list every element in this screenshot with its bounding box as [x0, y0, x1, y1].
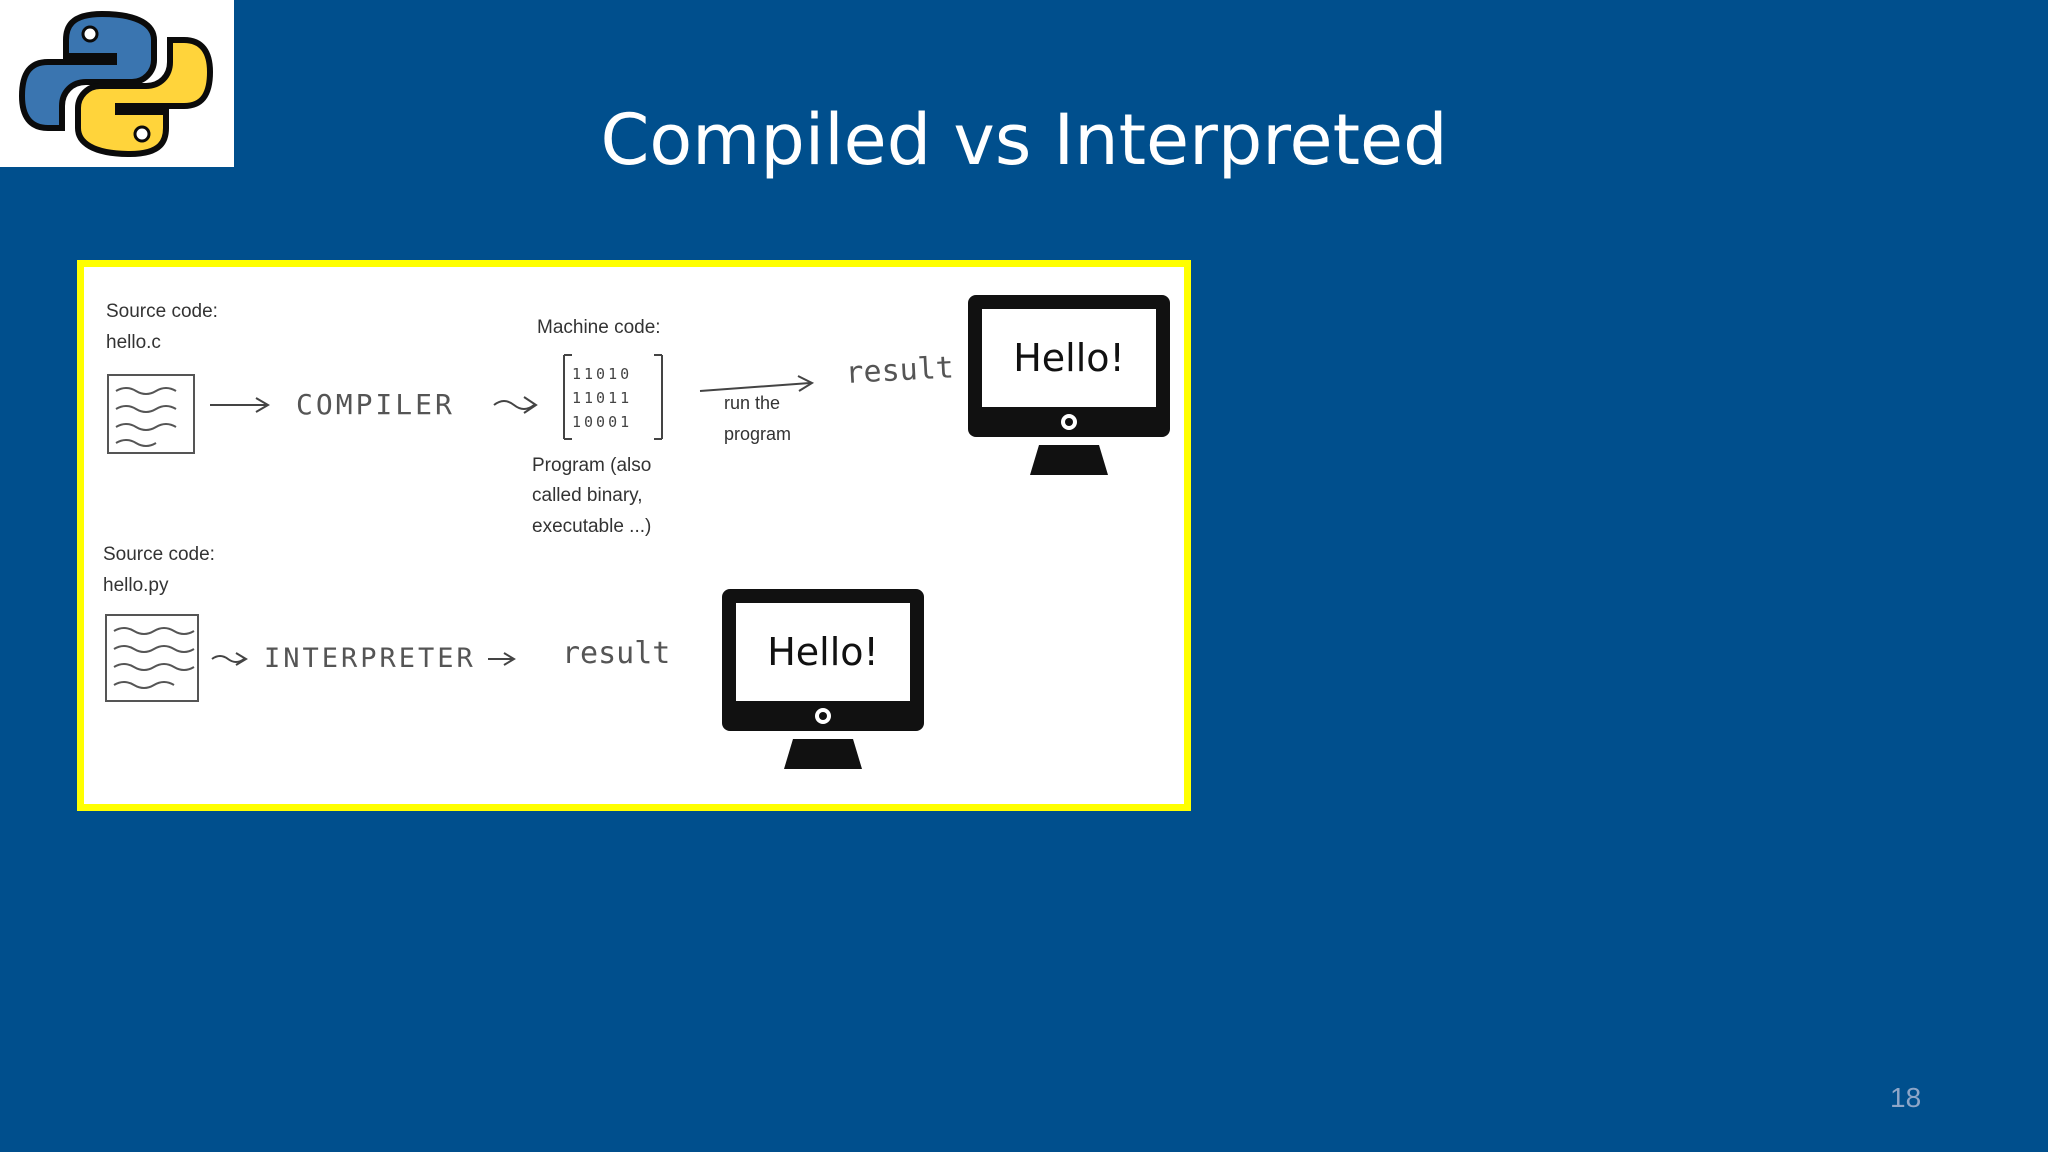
arrow-to-machine-code	[493, 396, 538, 414]
arrow-to-compiler	[210, 397, 270, 413]
binary-line-3: 10001	[572, 413, 632, 431]
compiler-label: COMPILER	[296, 388, 455, 421]
compiled-screen-text: Hello!	[1013, 336, 1125, 380]
compiled-source-file-icon	[107, 374, 195, 454]
arrow-to-interpreter	[211, 652, 248, 666]
compiled-source-label: Source code:	[106, 301, 218, 322]
binary-line-1: 11010	[572, 365, 632, 383]
binary-line-2: 11011	[572, 389, 632, 407]
interpreted-source-file-icon	[105, 614, 199, 702]
interpreted-monitor-icon: Hello!	[722, 589, 924, 769]
compiled-monitor-icon: Hello!	[968, 295, 1170, 475]
figure-diagram: Source code: hello.c COMPILER Machine co…	[103, 295, 1170, 769]
python-logo-icon	[18, 10, 214, 158]
interpreted-result-label: result	[562, 636, 670, 671]
program-note-line-2: called binary,	[532, 485, 643, 506]
arrow-run-program	[699, 375, 815, 392]
run-note-line-1: run the	[724, 393, 780, 413]
arrow-to-result	[488, 652, 516, 666]
program-note-line-1: Program (also	[532, 455, 651, 476]
logo-panel	[0, 0, 234, 167]
slide-title: Compiled vs Interpreted	[0, 98, 2048, 182]
compiled-result-label: result	[845, 350, 955, 391]
interpreted-source-filename: hello.py	[103, 575, 169, 596]
compiled-vs-interpreted-figure: Source code: hello.c COMPILER Machine co…	[77, 260, 1191, 811]
machine-code-label: Machine code:	[537, 317, 661, 338]
program-note-line-3: executable ...)	[532, 516, 651, 537]
interpreted-screen-text: Hello!	[767, 630, 879, 674]
machine-code-block: 11010 11011 10001	[563, 354, 663, 440]
page-number: 18	[1890, 1082, 1922, 1113]
run-note-line-2: program	[724, 424, 791, 444]
interpreted-source-label: Source code:	[103, 544, 215, 565]
slide-title-text: Compiled vs Interpreted	[600, 99, 1448, 181]
interpreter-label: INTERPRETER	[264, 643, 476, 674]
compiled-source-filename: hello.c	[106, 332, 161, 353]
